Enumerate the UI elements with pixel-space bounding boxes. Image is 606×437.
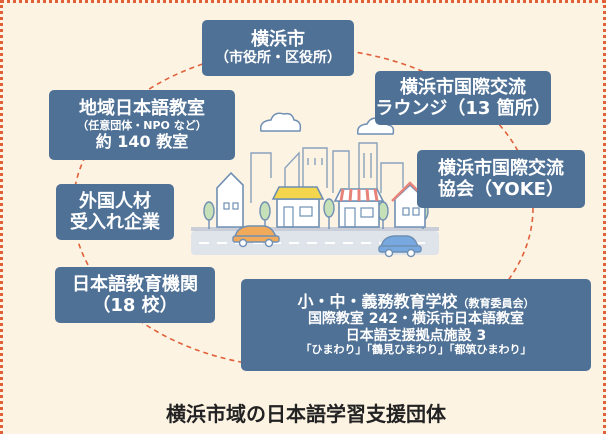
car-blue-icon <box>378 235 422 258</box>
skyline-outline <box>250 142 404 203</box>
language-schools-line-1: 日本語教育機関 <box>72 273 198 295</box>
yoke-line-2: 協会（YOKE） <box>438 179 564 200</box>
town-scene <box>72 47 534 369</box>
yokohama-city-line-1: 横浜市 <box>251 29 305 51</box>
house-left <box>216 171 244 228</box>
box-language-schools: 日本語教育機関 （18 校） <box>55 267 215 323</box>
yokohama-city-line-2: （市役所・区役所） <box>215 50 341 67</box>
box-community-classes: 地域日本語教室 （任意団体・NPO など） 約 140 教室 <box>49 90 235 160</box>
box-international-lounge: 横浜市国際交流 ラウンジ（13 箇所） <box>375 71 551 125</box>
schools-line-1-sub: （教育委員会） <box>457 296 535 310</box>
box-yokohama-city: 横浜市 （市役所・区役所） <box>202 20 354 76</box>
community-classes-line-2: （任意団体・NPO など） <box>77 118 207 132</box>
yoke-line-1: 横浜市国際交流 <box>438 157 564 179</box>
companies-line-2: 受入れ企業 <box>70 212 160 233</box>
community-classes-line-1: 地域日本語教室 <box>79 98 205 120</box>
cloud-left-icon <box>259 112 302 132</box>
box-schools: 小・中・義務教育学校（教育委員会） 国際教室 242・横浜市日本語教室 日本語支… <box>241 279 591 371</box>
schools-line-1: 小・中・義務教育学校（教育委員会） <box>297 291 535 312</box>
schools-line-3: 日本語支援拠点施設 3 <box>345 327 487 344</box>
companies-line-1: 外国人材 <box>79 190 151 212</box>
diagram-caption: 横浜市域の日本語学習支援団体 <box>166 402 446 426</box>
language-schools-line-2: （18 校） <box>92 295 178 316</box>
box-yoke: 横浜市国際交流 協会（YOKE） <box>417 150 585 208</box>
schools-line-4: 「ひまわり」「鶴見ひまわり」「都筑ひまわり」 <box>300 343 532 357</box>
shop-striped <box>333 188 385 228</box>
box-foreign-talent-companies: 外国人材 受入れ企業 <box>56 184 174 240</box>
car-orange-icon <box>232 225 280 248</box>
lounge-line-1: 横浜市国際交流 <box>400 76 526 98</box>
schools-line-1-main: 小・中・義務教育学校 <box>297 291 458 311</box>
schools-line-2: 国際教室 242・横浜市日本語教室 <box>307 311 525 328</box>
community-classes-line-3: 約 140 教室 <box>95 131 189 151</box>
lounge-line-2: ラウンジ（13 箇所） <box>375 98 551 119</box>
shop-yellow <box>271 186 325 228</box>
